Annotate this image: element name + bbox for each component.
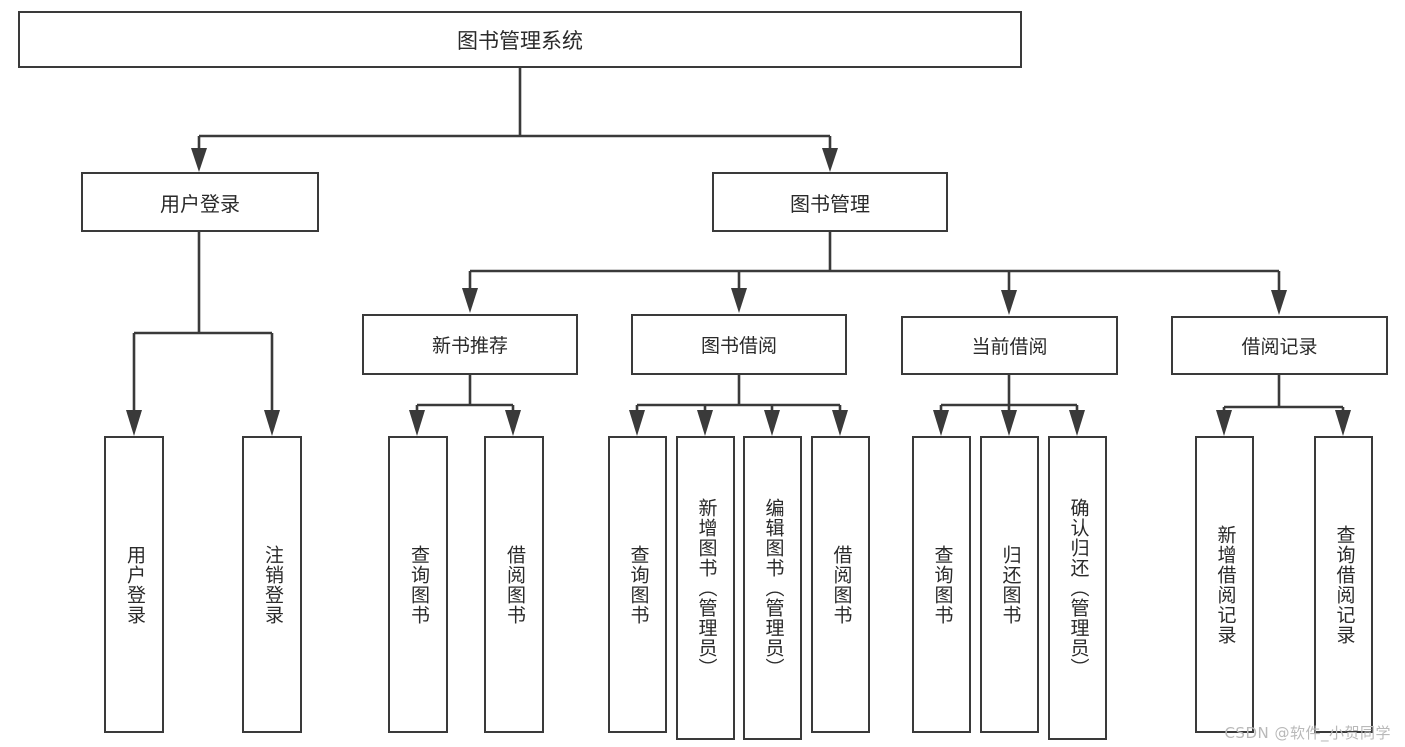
arrowhead-cb-child-1 [933,410,949,436]
arrowhead-bb-child-1 [629,410,645,436]
node-leaf-query-book-recommend[interactable]: 查询图书 [388,436,448,733]
node-leaf-query-book-current[interactable]: 查询图书 [912,436,971,733]
node-leaf-return-book[interactable]: 归还图书 [980,436,1039,733]
node-leaf-query-borrow-record[interactable]: 查询借阅记录 [1314,436,1373,733]
node-leaf-borrow-book[interactable]: 借阅图书 [811,436,870,733]
node-leaf-query-book-borrow-label: 查询图书 [627,544,650,625]
node-leaf-add-borrow-record[interactable]: 新增借阅记录 [1195,436,1254,733]
node-book-borrow-label: 图书借阅 [700,335,777,357]
node-leaf-add-book-admin[interactable]: 新增图书（管理员） [676,436,735,740]
node-leaf-confirm-return-admin-label: 确认归还（管理员） [1067,498,1090,678]
node-leaf-confirm-return-admin[interactable]: 确认归还（管理员） [1048,436,1107,740]
arrowhead-bb-child-3 [764,410,780,436]
node-user-login-label: 用户登录 [160,191,240,216]
arrowhead-cb-child-2 [1001,410,1017,436]
node-leaf-edit-book-admin[interactable]: 编辑图书（管理员） [743,436,802,740]
node-leaf-return-book-label: 归还图书 [999,544,1022,625]
arrowhead-bb-child-4 [832,410,848,436]
node-new-book-recommend[interactable]: 新书推荐 [362,314,578,375]
node-leaf-query-book-recommend-label: 查询图书 [407,544,430,625]
node-borrow-record[interactable]: 借阅记录 [1171,316,1388,375]
arrowhead-bm-child-2 [731,288,747,313]
arrowhead-bb-child-2 [697,410,713,436]
node-leaf-borrow-book-recommend-label: 借阅图书 [503,544,526,625]
arrowhead-bm-child-3 [1001,290,1017,315]
node-leaf-borrow-book-label: 借阅图书 [830,544,853,625]
arrowhead-ul-child-1 [126,410,142,436]
arrowhead-ul-child-2 [264,410,280,436]
node-book-management[interactable]: 图书管理 [712,172,948,232]
arrowhead-bm-child-4 [1271,290,1287,315]
node-borrow-record-label: 借阅记录 [1241,336,1318,358]
node-leaf-query-book-current-label: 查询图书 [931,544,954,625]
node-leaf-add-book-admin-label: 新增图书（管理员） [695,498,718,678]
node-book-borrow[interactable]: 图书借阅 [631,314,847,375]
node-user-login[interactable]: 用户登录 [81,172,319,232]
arrowhead-book-mgmt [822,148,838,172]
csdn-watermark: CSDN @软件_小贺同学 [1224,724,1391,742]
arrowhead-br-child-1 [1216,410,1232,436]
arrowhead-nbr-child-1 [409,410,425,436]
arrowhead-br-child-2 [1335,410,1351,436]
node-leaf-logout[interactable]: 注销登录 [242,436,302,733]
arrowhead-bm-child-1 [462,288,478,313]
arrowhead-cb-child-3 [1069,410,1085,436]
node-leaf-add-borrow-record-label: 新增借阅记录 [1214,524,1237,645]
arrowhead-user-login [191,148,207,172]
node-new-book-recommend-label: 新书推荐 [431,335,508,357]
node-book-management-label: 图书管理 [790,191,870,216]
node-root-system[interactable]: 图书管理系统 [18,11,1022,68]
node-leaf-borrow-book-recommend[interactable]: 借阅图书 [484,436,544,733]
node-leaf-user-login-label: 用户登录 [123,544,146,625]
node-current-borrow-label: 当前借阅 [971,336,1048,358]
node-leaf-user-login[interactable]: 用户登录 [104,436,164,733]
arrowhead-nbr-child-2 [505,410,521,436]
node-root-label: 图书管理系统 [457,28,583,53]
node-leaf-logout-label: 注销登录 [261,544,284,625]
node-leaf-query-borrow-record-label: 查询借阅记录 [1333,524,1356,645]
node-current-borrow[interactable]: 当前借阅 [901,316,1118,375]
node-leaf-query-book-borrow[interactable]: 查询图书 [608,436,667,733]
node-leaf-edit-book-admin-label: 编辑图书（管理员） [762,498,785,678]
